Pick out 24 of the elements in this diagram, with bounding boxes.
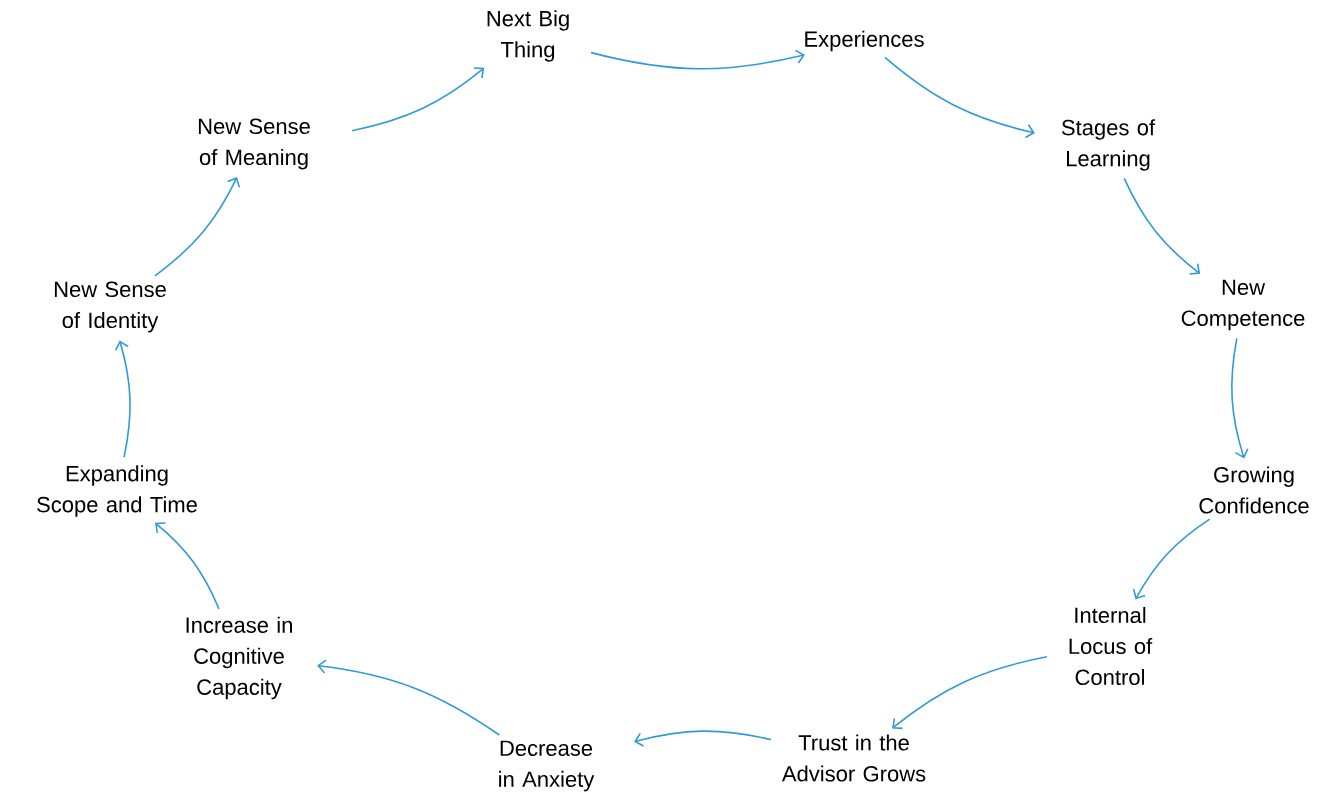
step-label: Growing Confidence (1199, 466, 1309, 514)
step-label: Next Big Thing (487, 10, 569, 62)
arrow (1123, 177, 1201, 275)
step-label: Experiences (805, 30, 924, 52)
arrow (1132, 518, 1211, 600)
step-label: Trust in the Advisor Grows (781, 734, 926, 782)
arrow (114, 340, 131, 458)
arrow (351, 67, 485, 132)
arrow (884, 56, 1035, 139)
arrow (892, 656, 1048, 730)
step-label: Decrease in Anxiety (499, 740, 595, 792)
step-label: New Competence (1181, 279, 1305, 331)
step-label: New Sense of Identity (54, 281, 166, 333)
step-label: Stages of Learning (1061, 119, 1156, 171)
arrow (317, 659, 501, 736)
step-label: Increase in Cognitive Capacity (186, 616, 292, 700)
step-label: Internal Locus of Control (1069, 606, 1153, 686)
step-label: New Sense of Meaning (198, 118, 310, 170)
step-label: Expanding Scope and Time (37, 465, 197, 517)
arrow (634, 730, 772, 747)
arrow (590, 49, 805, 70)
arrow (1231, 337, 1249, 459)
arrow (154, 177, 241, 277)
arrow (155, 522, 220, 610)
